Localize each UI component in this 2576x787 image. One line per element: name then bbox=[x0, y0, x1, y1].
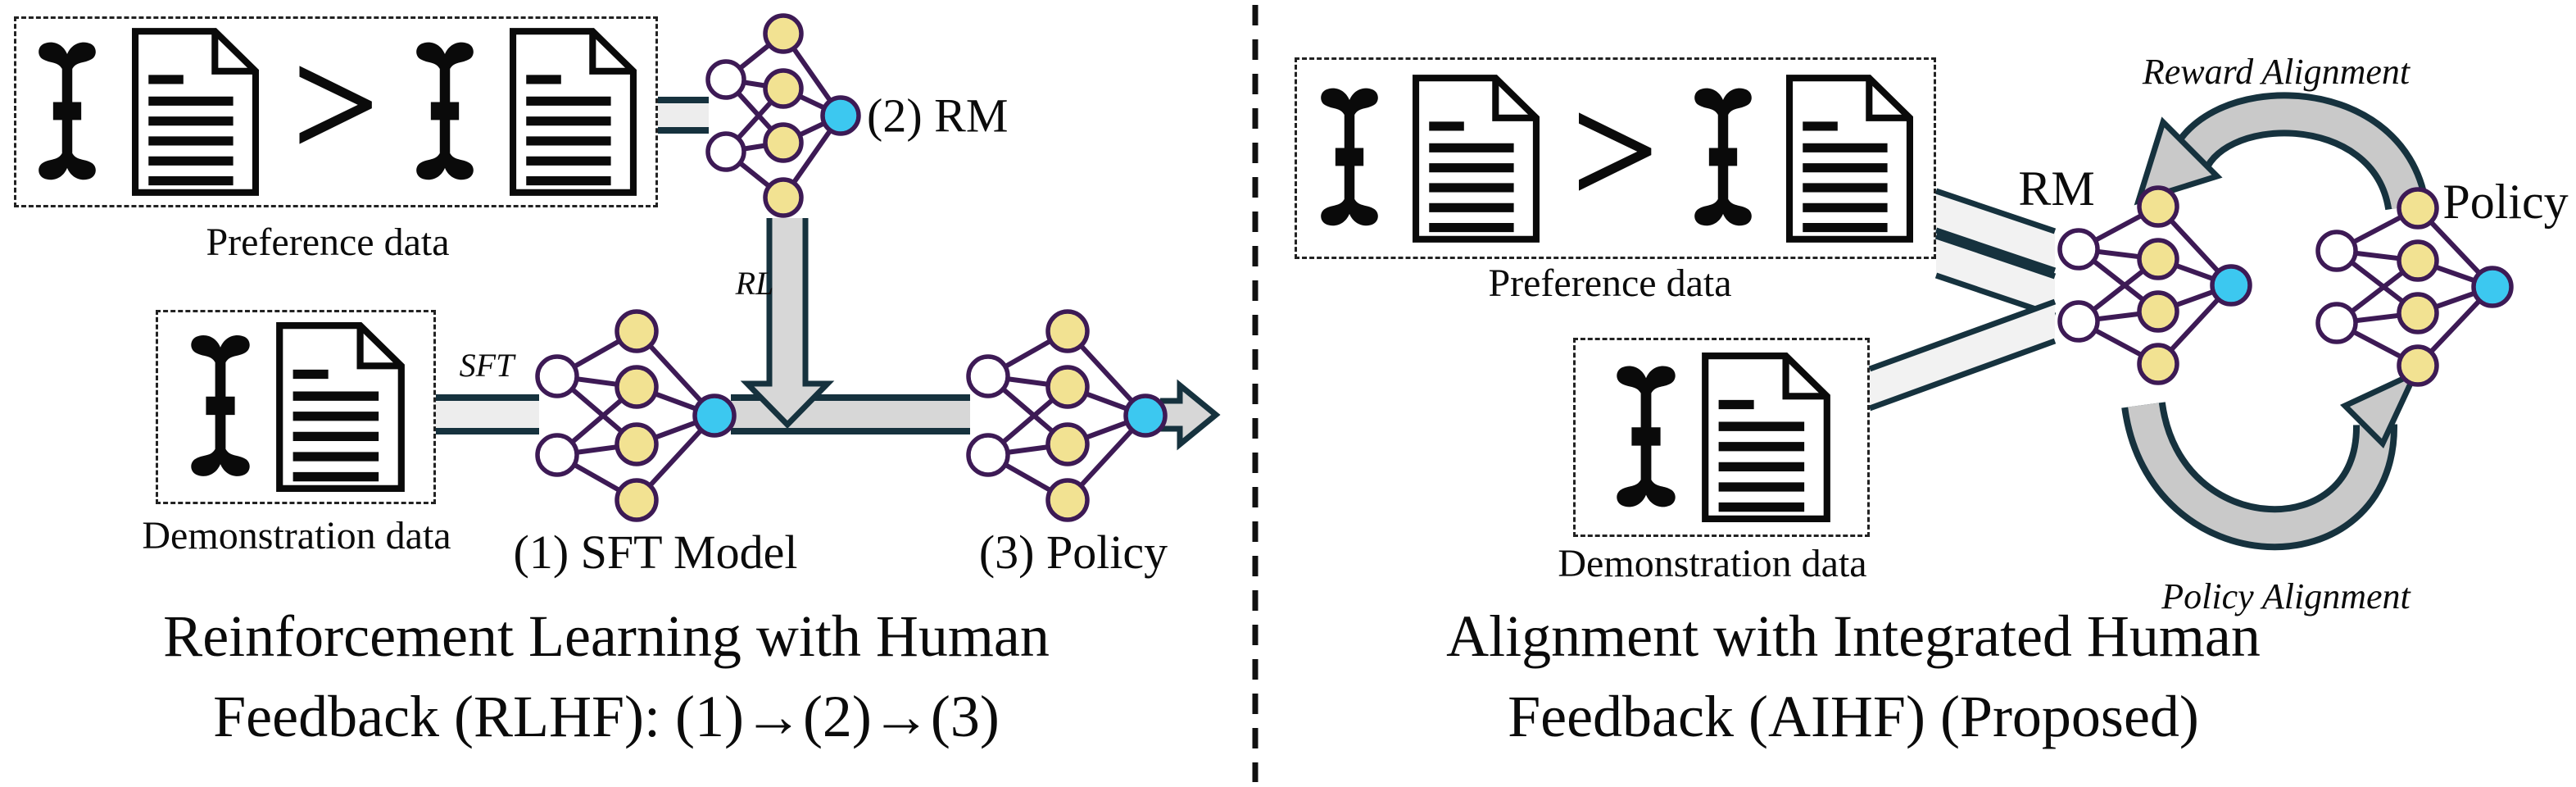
left-caption-line1: Reinforcement Learning with Human bbox=[163, 603, 1050, 669]
input-node bbox=[535, 433, 579, 477]
rm-step-label: (2) RM bbox=[867, 89, 1009, 143]
human-icon bbox=[1613, 360, 1679, 516]
greater-than-icon: > bbox=[291, 19, 381, 191]
hidden-node bbox=[2137, 185, 2179, 228]
document-icon bbox=[510, 28, 637, 196]
right-caption-line2: Feedback (AIHF) (Proposed) bbox=[1508, 684, 2199, 749]
rl-down-arrow bbox=[740, 218, 835, 430]
input-node bbox=[966, 354, 1010, 398]
hidden-node bbox=[1045, 309, 1090, 353]
human-icon bbox=[1691, 84, 1755, 232]
human-icon bbox=[188, 331, 253, 483]
hidden-node bbox=[615, 365, 659, 409]
hidden-node bbox=[763, 68, 804, 109]
hidden-node bbox=[615, 422, 659, 466]
hidden-node bbox=[2137, 238, 2179, 280]
preference-data-box-left: > bbox=[14, 16, 658, 207]
output-node bbox=[692, 394, 737, 438]
demonstration-to-rm-band bbox=[1868, 298, 2057, 412]
sft-model-step-label: (1) SFT Model bbox=[513, 525, 798, 579]
hidden-node bbox=[763, 13, 804, 54]
input-node bbox=[535, 354, 579, 398]
input-node bbox=[705, 131, 746, 172]
input-node bbox=[2315, 302, 2358, 344]
hidden-node bbox=[2397, 344, 2439, 387]
document-icon bbox=[1413, 75, 1540, 243]
document-icon bbox=[276, 322, 405, 492]
rm-network-left bbox=[705, 13, 861, 218]
hidden-node bbox=[1045, 422, 1090, 466]
reward-alignment-arc bbox=[2134, 92, 2429, 212]
hidden-node bbox=[1045, 365, 1090, 409]
right-caption-line1: Alignment with Integrated Human bbox=[1446, 603, 2261, 669]
preference-data-label-left: Preference data bbox=[206, 221, 450, 264]
neural-networks bbox=[535, 13, 2514, 522]
document-icon bbox=[132, 28, 259, 196]
output-node bbox=[1123, 394, 1168, 438]
preference-data-box-right: > bbox=[1295, 57, 1936, 259]
hidden-node bbox=[2397, 292, 2439, 334]
input-node bbox=[2057, 300, 2100, 343]
policy-output-arrow bbox=[1160, 379, 1221, 451]
hidden-node bbox=[2137, 343, 2179, 385]
hidden-node bbox=[615, 309, 659, 353]
input-node bbox=[966, 433, 1010, 477]
hidden-node bbox=[2397, 239, 2439, 282]
human-icon bbox=[35, 39, 99, 186]
document-icon bbox=[1786, 75, 1913, 243]
hidden-node bbox=[1045, 478, 1090, 522]
reward-alignment-label: Reward Alignment bbox=[2142, 52, 2410, 92]
input-node bbox=[2315, 230, 2358, 272]
sft-arrow-label: SFT bbox=[459, 347, 515, 384]
human-icon bbox=[1317, 84, 1381, 232]
input-node bbox=[2057, 228, 2100, 271]
output-node bbox=[820, 95, 861, 136]
policy-network-left bbox=[966, 309, 1168, 522]
preference-data-label-right: Preference data bbox=[1488, 262, 1732, 305]
policy-step-label: (3) Policy bbox=[978, 525, 1168, 579]
reward-alignment-arrowhead bbox=[2134, 116, 2223, 206]
input-node bbox=[705, 59, 746, 100]
rm-network-right bbox=[2057, 185, 2252, 385]
policy-network-right bbox=[2315, 187, 2514, 387]
policy-alignment-label: Policy Alignment bbox=[2161, 576, 2410, 616]
left-caption-line2: Feedback (RLHF): (1)→(2)→(3) bbox=[213, 684, 1000, 749]
hidden-node bbox=[763, 122, 804, 163]
sft-model-network bbox=[535, 309, 737, 522]
hidden-node bbox=[615, 478, 659, 522]
demonstration-data-box-right bbox=[1573, 338, 1870, 537]
policy-label-right: Policy bbox=[2442, 175, 2569, 229]
greater-than-icon: > bbox=[1571, 65, 1660, 238]
preference-to-rm-band-upper bbox=[1934, 188, 2057, 274]
demonstration-data-label-left: Demonstration data bbox=[142, 514, 451, 557]
rl-arrow-label: RL bbox=[735, 265, 774, 302]
sft-to-policy-band bbox=[731, 394, 970, 434]
human-icon bbox=[413, 39, 477, 186]
policy-alignment-arc bbox=[2121, 366, 2422, 550]
demonstration-to-sft-band bbox=[436, 394, 539, 434]
demonstration-data-box-left bbox=[156, 310, 436, 504]
hidden-node bbox=[2137, 290, 2179, 333]
demonstration-data-label-right: Demonstration data bbox=[1558, 542, 1867, 585]
preference-to-rm-band bbox=[658, 97, 709, 134]
hidden-node bbox=[763, 177, 804, 218]
document-icon bbox=[1702, 353, 1830, 522]
hidden-node bbox=[2397, 187, 2439, 230]
output-node bbox=[2471, 266, 2514, 308]
policy-alignment-arrowhead bbox=[2339, 366, 2422, 449]
rm-label-right: RM bbox=[2018, 161, 2095, 216]
output-node bbox=[2210, 264, 2252, 307]
